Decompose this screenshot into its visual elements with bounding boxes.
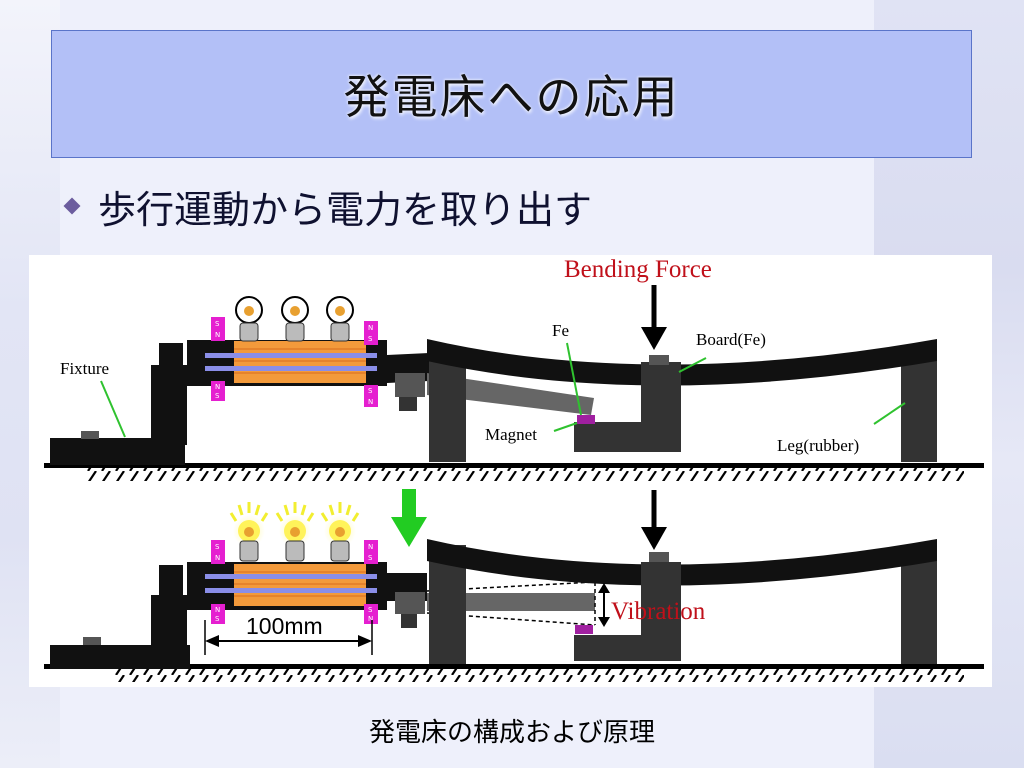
- magnet-label: Magnet: [485, 425, 537, 444]
- top-diagram: SN NS NS SN: [44, 285, 984, 481]
- green-down-arrow-icon: [391, 489, 427, 547]
- leg-label: Leg(rubber): [777, 436, 859, 455]
- glowing-lamp-icon: [229, 502, 360, 562]
- svg-text:S: S: [215, 392, 220, 400]
- bottom-diagram: SN NS NS SN: [44, 489, 984, 682]
- svg-text:S: S: [368, 335, 373, 343]
- diamond-bullet-icon: [63, 197, 81, 215]
- title-box: 発電床への応用: [51, 30, 972, 158]
- bullet-item: 歩行運動から電力を取り出す: [63, 178, 593, 234]
- figure-caption: 発電床の構成および原理: [368, 718, 655, 748]
- generator-floor-diagram: SN NS NS SN: [44, 256, 984, 682]
- svg-text:S: S: [215, 320, 220, 328]
- svg-text:N: N: [215, 331, 220, 339]
- lamp-icon: [235, 296, 354, 342]
- svg-text:N: N: [215, 383, 220, 391]
- length-label: 100mm: [246, 613, 323, 639]
- bending-force-label: Bending Force: [564, 256, 712, 283]
- board-label: Board(Fe): [696, 330, 766, 349]
- fe-label: Fe: [552, 321, 569, 340]
- slide-title: 発電床への応用: [343, 70, 680, 124]
- fixture-label: Fixture: [60, 359, 109, 378]
- svg-text:N: N: [215, 554, 220, 562]
- svg-text:S: S: [368, 387, 373, 395]
- svg-text:N: N: [368, 543, 373, 551]
- svg-text:N: N: [368, 324, 373, 332]
- vibration-label: Vibration: [611, 598, 706, 625]
- svg-text:N: N: [368, 615, 373, 623]
- svg-text:N: N: [215, 606, 220, 614]
- svg-text:S: S: [215, 543, 220, 551]
- svg-text:S: S: [368, 554, 373, 562]
- svg-text:S: S: [368, 606, 373, 614]
- bullet-text: 歩行運動から電力を取り出す: [98, 187, 593, 232]
- svg-text:N: N: [368, 398, 373, 406]
- svg-text:S: S: [215, 615, 220, 623]
